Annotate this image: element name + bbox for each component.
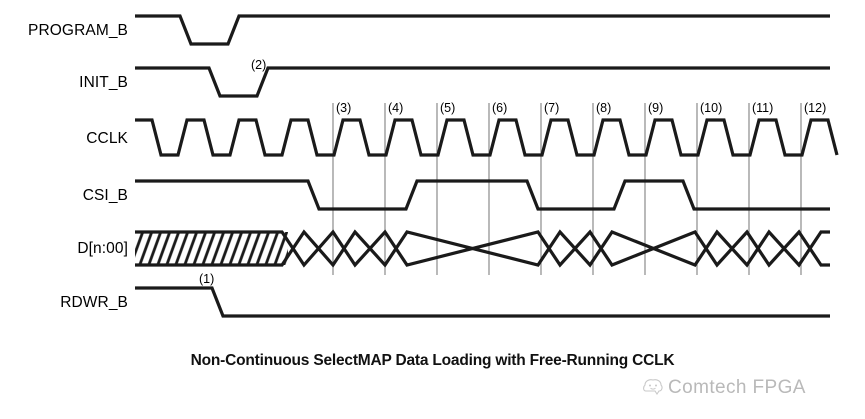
ghost-smiley-icon <box>643 379 663 395</box>
marker-label-5: (5) <box>440 101 456 115</box>
marker-label-11: (11) <box>752 101 774 115</box>
waveform-CSI_B <box>135 179 830 211</box>
marker-label-10: (10) <box>700 101 723 115</box>
marker-label-6: (6) <box>492 101 508 115</box>
signal-label-program_b: PROGRAM_B <box>28 22 128 39</box>
signal-label-csi_b: CSI_B <box>82 187 128 204</box>
watermark-text: Comtech FPGA <box>668 377 806 398</box>
marker-label-3: (3) <box>336 101 352 115</box>
figure-caption: Non-Continuous SelectMAP Data Loading wi… <box>190 352 675 369</box>
marker-label-1: (1) <box>199 272 215 286</box>
signal-label-init_b: INIT_B <box>79 74 128 91</box>
waveform-CCLK <box>135 118 839 157</box>
marker-label-9: (9) <box>648 101 664 115</box>
bus-dont-care-hatch <box>135 232 288 265</box>
marker-label-12: (12) <box>804 101 827 115</box>
waveform-D-bottom <box>135 229 830 268</box>
marker-label-4: (4) <box>388 101 404 115</box>
signal-label-d: D[n:00] <box>77 240 128 257</box>
signal-label-rdwr_b: RDWR_B <box>60 294 128 311</box>
waveform-RDWR_B <box>135 286 830 318</box>
waveform-PROGRAM_B <box>135 14 830 46</box>
marker-label-8: (8) <box>596 101 612 115</box>
marker-label-2: (2) <box>251 58 267 72</box>
waveform-INIT_B <box>135 66 830 98</box>
signal-label-cclk: CCLK <box>86 130 128 147</box>
marker-label-7: (7) <box>544 101 560 115</box>
